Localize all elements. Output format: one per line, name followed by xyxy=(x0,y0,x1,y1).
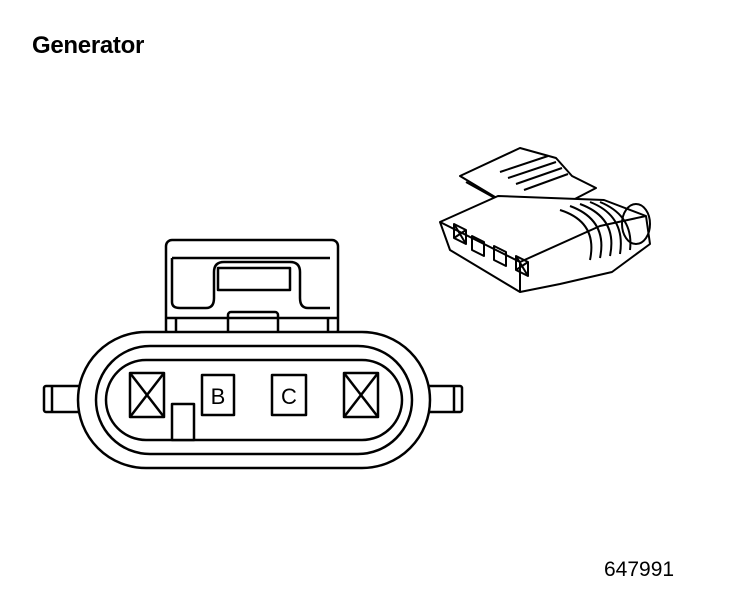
lock-tab-inner xyxy=(170,256,330,310)
side-peg-right xyxy=(424,384,464,414)
cavity-b xyxy=(200,373,236,417)
side-peg-left xyxy=(42,384,82,414)
cavity-c-label: C xyxy=(281,384,297,409)
connector-front-view xyxy=(42,238,464,470)
cavity-d-blocked xyxy=(342,371,380,419)
figure-number: 647991 xyxy=(604,558,675,581)
lock-window xyxy=(216,266,292,292)
housing-rim xyxy=(94,344,414,456)
cavity-c xyxy=(270,373,308,417)
connector-isometric-view xyxy=(439,147,651,293)
housing-outer xyxy=(76,330,432,470)
diagram-title: Generator xyxy=(32,32,145,59)
latch-tab xyxy=(226,310,280,336)
keying-post xyxy=(170,402,196,442)
housing-face xyxy=(104,358,404,442)
cavity-a-blocked xyxy=(128,371,166,419)
lock-tab-housing xyxy=(164,238,340,338)
cavity-b-label: B xyxy=(211,384,226,409)
